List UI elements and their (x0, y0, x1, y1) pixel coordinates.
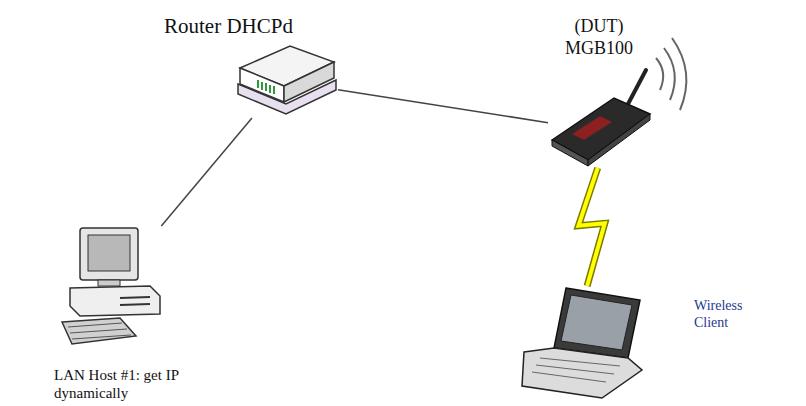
wave (664, 48, 675, 100)
drive-slot (120, 297, 150, 298)
key-row (536, 365, 614, 374)
laptop-screen (561, 295, 632, 350)
device-label: LAN Host #1: get IP dynamically (54, 366, 224, 402)
router-icon (238, 46, 336, 114)
router-node: Router DHCPd (228, 44, 338, 118)
lightning-bolt (578, 168, 604, 286)
drive-slot (120, 304, 150, 305)
bolt-outline (578, 168, 604, 286)
router-leds (258, 80, 274, 94)
lan-host-node: LAN Host #1: get IP dynamically (60, 226, 162, 346)
led (273, 86, 275, 94)
ethernet-cable (338, 90, 548, 123)
led (265, 83, 267, 91)
laptop-base (522, 348, 642, 398)
ap-label-plate (572, 116, 612, 140)
key-row (532, 372, 606, 382)
wireless-link (578, 168, 604, 286)
device-label: Router DHCPd (164, 14, 334, 39)
device-label: Wireless Client (694, 298, 768, 332)
led (261, 82, 263, 90)
keyboard (62, 318, 136, 344)
ap-edge (552, 140, 588, 166)
key-row (70, 329, 127, 333)
cable-line (338, 90, 548, 123)
led (257, 80, 259, 88)
ethernet-cable (161, 118, 252, 226)
antenna (628, 70, 646, 104)
keyboard-rows (68, 323, 131, 339)
monitor-stand (98, 280, 120, 286)
wave (672, 38, 686, 110)
router-side (284, 62, 334, 102)
cable-line (161, 118, 252, 226)
radio-waves (656, 38, 686, 110)
system-unit (70, 286, 160, 316)
laptop-keys (532, 358, 620, 382)
access-point-node: (DUT) MGB100 (548, 94, 654, 168)
laptop-icon (522, 288, 642, 398)
key-row (72, 335, 131, 339)
desktop-pc-icon (62, 228, 160, 344)
key-row (540, 358, 620, 366)
wave (656, 58, 663, 90)
key-row (68, 323, 122, 327)
router-front (240, 68, 284, 102)
wireless-client-node: Wireless Client (520, 286, 644, 400)
screen (88, 235, 130, 271)
led (269, 85, 271, 93)
monitor (80, 228, 138, 280)
device-label: (DUT) MGB100 (556, 16, 642, 59)
laptop-lid (554, 288, 640, 358)
